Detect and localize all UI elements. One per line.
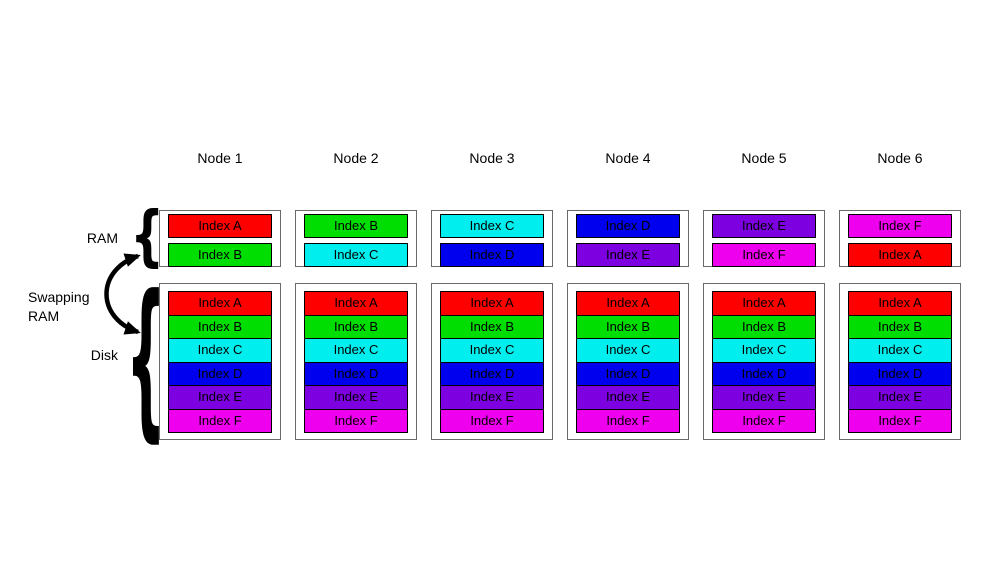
node-header: Node 5 [741,150,787,166]
disk-index-bar-b: Index B [440,314,544,339]
ram-index-bar-d: Index D [440,243,544,267]
ram-box: Index F Index A [839,210,961,267]
disk-index-bar-a: Index A [304,291,408,316]
disk-index-bar-b: Index B [848,314,952,339]
disk-index-bar-c: Index C [848,338,952,363]
node-header: Node 2 [333,150,379,166]
disk-index-bar-a: Index A [712,291,816,316]
disk-index-bar-f: Index F [440,408,544,433]
ram-index-bar-d: Index D [576,214,680,238]
ram-box: Index A Index B [159,210,281,267]
disk-index-bar-c: Index C [712,338,816,363]
ram-label: RAM [86,230,118,246]
disk-index-bar-a: Index A [848,291,952,316]
ram-index-bar-c: Index C [304,243,408,267]
swap-arrow-icon [104,253,141,335]
ram-index-bar-a: Index A [168,214,272,238]
node-header: Node 6 [877,150,923,166]
disk-index-bar-e: Index E [304,385,408,410]
ram-index-bar-f: Index F [848,214,952,238]
disk-index-bar-e: Index E [576,385,680,410]
disk-index-bar-e: Index E [712,385,816,410]
disk-index-bar-a: Index A [168,291,272,316]
swapping-ram-label: Swapping RAM [28,288,108,326]
node-header: Node 1 [197,150,243,166]
disk-index-bar-f: Index F [848,408,952,433]
disk-index-bar-c: Index C [576,338,680,363]
disk-index-bar-a: Index A [576,291,680,316]
ram-index-bar-f: Index F [712,243,816,267]
disk-index-bar-e: Index E [848,385,952,410]
node-header: Node 3 [469,150,515,166]
disk-index-bar-c: Index C [168,338,272,363]
disk-index-bar-a: Index A [440,291,544,316]
disk-index-bar-b: Index B [712,314,816,339]
disk-index-bar-e: Index E [440,385,544,410]
disk-index-bar-b: Index B [576,314,680,339]
disk-index-bar-d: Index D [848,361,952,386]
ram-index-bar-b: Index B [168,243,272,267]
disk-index-bar-f: Index F [576,408,680,433]
disk-index-bar-d: Index D [304,361,408,386]
disk-index-bar-e: Index E [168,385,272,410]
node-header: Node 4 [605,150,651,166]
disk-index-bar-b: Index B [168,314,272,339]
disk-index-bar-c: Index C [304,338,408,363]
ram-box: Index B Index C [295,210,417,267]
disk-index-bar-f: Index F [304,408,408,433]
disk-index-bar-f: Index F [712,408,816,433]
swapping-ram-label-line2: RAM [28,308,60,324]
ram-box: Index D Index E [567,210,689,267]
ram-index-bar-e: Index E [576,243,680,267]
disk-index-bar-b: Index B [304,314,408,339]
disk-index-bar-d: Index D [440,361,544,386]
disk-label: Disk [90,347,118,363]
ram-index-bar-b: Index B [304,214,408,238]
ram-index-bar-e: Index E [712,214,816,238]
disk-index-bar-c: Index C [440,338,544,363]
ram-index-bar-a: Index A [848,243,952,267]
disk-index-bar-d: Index D [168,361,272,386]
disk-index-bar-d: Index D [576,361,680,386]
disk-index-bar-d: Index D [712,361,816,386]
disk-index-bar-f: Index F [168,408,272,433]
swapping-ram-label-line1: Swapping [28,289,90,305]
ram-index-bar-c: Index C [440,214,544,238]
ram-box: Index C Index D [431,210,553,267]
ram-box: Index E Index F [703,210,825,267]
